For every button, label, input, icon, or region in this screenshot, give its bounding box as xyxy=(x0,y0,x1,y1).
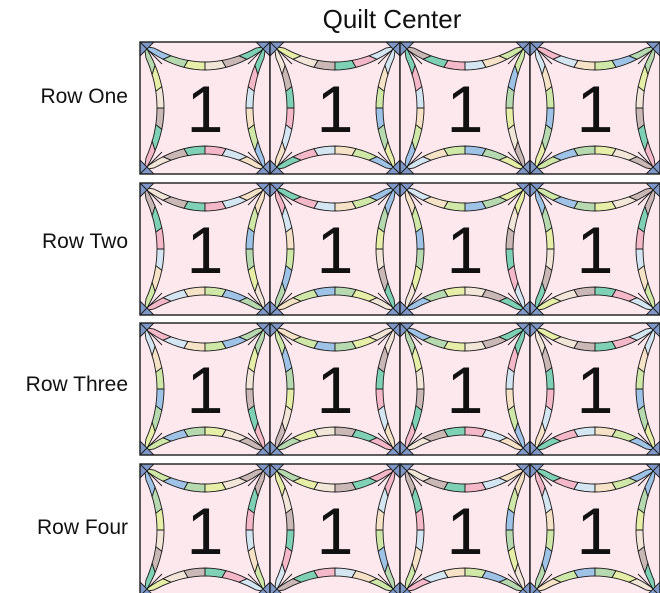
block-number: 1 xyxy=(577,213,614,287)
right-arc-segment xyxy=(636,509,644,530)
block-number: 1 xyxy=(317,213,354,287)
block-number: 1 xyxy=(447,213,484,287)
right-arc-segment xyxy=(506,87,514,108)
quilt-block: 1 xyxy=(140,42,270,174)
right-arc-segment xyxy=(376,368,384,389)
right-arc-segment xyxy=(506,368,514,389)
block-number: 1 xyxy=(577,72,614,146)
block-number: 1 xyxy=(317,353,354,427)
quilt-block: 1 xyxy=(270,464,400,593)
right-arc-segment xyxy=(246,228,254,249)
left-arc-segment xyxy=(546,228,554,249)
block-number: 1 xyxy=(577,494,614,568)
right-arc-segment xyxy=(506,228,514,249)
quilt-block: 1 xyxy=(270,183,400,315)
quilt-block: 1 xyxy=(140,464,270,593)
quilt-block: 1 xyxy=(270,323,400,455)
block-number: 1 xyxy=(187,213,224,287)
left-arc-segment xyxy=(546,87,554,108)
block-number: 1 xyxy=(577,353,614,427)
left-arc-segment xyxy=(156,87,164,108)
left-arc-segment xyxy=(546,368,554,389)
left-arc-segment xyxy=(156,368,164,389)
quilt-block: 1 xyxy=(270,42,400,174)
right-arc-segment xyxy=(376,228,384,249)
quilt-block: 1 xyxy=(530,183,660,315)
left-arc-segment xyxy=(286,228,294,249)
left-arc-segment xyxy=(416,228,424,249)
right-arc-segment xyxy=(376,87,384,108)
left-arc-segment xyxy=(416,368,424,389)
left-arc-segment xyxy=(286,509,294,530)
block-number: 1 xyxy=(447,72,484,146)
left-arc-segment xyxy=(156,509,164,530)
block-number: 1 xyxy=(187,494,224,568)
right-arc-segment xyxy=(506,509,514,530)
quilt-block: 1 xyxy=(400,464,530,593)
quilt-block: 1 xyxy=(140,323,270,455)
block-number: 1 xyxy=(187,72,224,146)
left-arc-segment xyxy=(156,228,164,249)
quilt-block: 1 xyxy=(400,42,530,174)
quilt-block: 1 xyxy=(140,183,270,315)
block-number: 1 xyxy=(317,494,354,568)
left-arc-segment xyxy=(286,368,294,389)
right-arc-segment xyxy=(636,228,644,249)
right-arc-segment xyxy=(636,368,644,389)
quilt-block: 1 xyxy=(530,464,660,593)
right-arc-segment xyxy=(636,87,644,108)
left-arc-segment xyxy=(416,509,424,530)
quilt-block: 1 xyxy=(530,42,660,174)
right-arc-segment xyxy=(246,368,254,389)
left-arc-segment xyxy=(286,87,294,108)
block-number: 1 xyxy=(317,72,354,146)
right-arc-segment xyxy=(376,509,384,530)
right-arc-segment xyxy=(246,87,254,108)
block-number: 1 xyxy=(187,353,224,427)
quilt-block: 1 xyxy=(400,323,530,455)
left-arc-segment xyxy=(416,87,424,108)
block-number: 1 xyxy=(447,494,484,568)
quilt-block: 1 xyxy=(530,323,660,455)
quilt-block: 1 xyxy=(400,183,530,315)
left-arc-segment xyxy=(546,509,554,530)
block-number: 1 xyxy=(447,353,484,427)
right-arc-segment xyxy=(246,509,254,530)
